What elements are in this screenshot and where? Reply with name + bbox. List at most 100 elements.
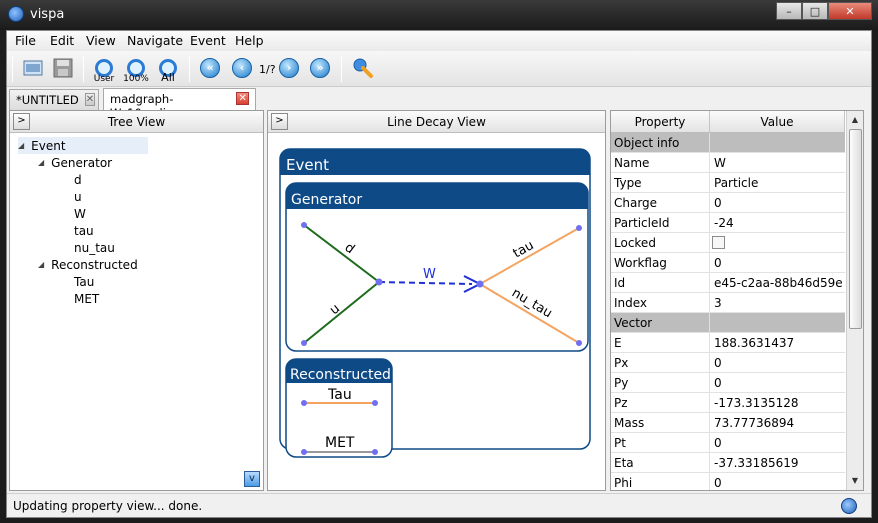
first-event-button[interactable]: «: [197, 55, 223, 81]
property-name: Type: [614, 176, 642, 190]
property-value[interactable]: -37.33185619: [714, 456, 799, 470]
previous-event-button[interactable]: ‹: [229, 55, 255, 81]
maximize-button[interactable]: □: [802, 2, 828, 20]
zoom-user-icon: [95, 59, 113, 77]
expand-triangle-icon[interactable]: ◢: [38, 158, 45, 167]
next-event-button[interactable]: ›: [276, 55, 302, 81]
zoom-user-button[interactable]: User: [91, 55, 117, 84]
property-value[interactable]: W: [714, 156, 726, 170]
menu-navigate[interactable]: Navigate: [127, 33, 184, 48]
menu-view[interactable]: View: [86, 33, 116, 48]
event-label: Event: [286, 156, 329, 174]
tree-item-event[interactable]: ◢Event: [18, 137, 148, 154]
tab-label: *UNTITLED: [16, 93, 79, 107]
tree-item-generator[interactable]: ◢Generator: [38, 155, 113, 170]
vertex-point: [576, 340, 582, 346]
tree-item-u[interactable]: u: [74, 189, 82, 204]
app-icon: [8, 6, 24, 22]
property-value[interactable]: 0: [714, 376, 722, 390]
zoom-100-button[interactable]: 100%: [123, 55, 149, 84]
scroll-down-icon[interactable]: ▼: [851, 476, 859, 485]
menu-help[interactable]: Help: [235, 33, 264, 48]
property-group-row[interactable]: Object info: [611, 133, 845, 153]
property-group-row[interactable]: Vector: [611, 313, 845, 333]
save-button[interactable]: [50, 55, 76, 81]
settings-button[interactable]: [350, 55, 376, 81]
tree-expand-button[interactable]: >: [13, 113, 30, 130]
property-value[interactable]: 0: [714, 196, 722, 210]
tree-item-d[interactable]: d: [74, 172, 82, 187]
property-value[interactable]: 0: [714, 436, 722, 450]
expand-triangle-icon[interactable]: ◢: [38, 260, 45, 269]
property-value[interactable]: 0: [714, 356, 722, 370]
property-value[interactable]: -24: [714, 216, 734, 230]
property-row[interactable]: Pz-173.3135128: [611, 393, 845, 413]
property-row[interactable]: Locked: [611, 233, 845, 253]
vertex-point: [301, 340, 307, 346]
tree-item-tau-reco[interactable]: Tau: [74, 274, 95, 289]
property-row[interactable]: Eta-37.33185619: [611, 453, 845, 473]
column-divider: [709, 293, 710, 312]
property-name: Phi: [614, 476, 633, 490]
main-window: File Edit View Navigate Event Help User: [6, 30, 872, 518]
property-scrollbar[interactable]: ▲ ▼: [846, 111, 863, 490]
property-row[interactable]: Type Particle: [611, 173, 845, 193]
property-value[interactable]: Particle: [714, 176, 759, 190]
tree-item-tau[interactable]: tau: [74, 223, 94, 238]
close-tab-icon[interactable]: ✕: [236, 92, 249, 105]
locked-checkbox[interactable]: [712, 236, 725, 249]
expand-triangle-icon[interactable]: ◢: [18, 141, 25, 150]
property-column-header[interactable]: Property: [611, 111, 710, 133]
property-value[interactable]: 0: [714, 256, 722, 270]
zoom-all-button[interactable]: All: [155, 55, 181, 84]
tree-item-nu-tau[interactable]: nu_tau: [74, 240, 115, 255]
close-tab-icon[interactable]: ✕: [84, 93, 96, 106]
property-row[interactable]: ParticleId-24: [611, 213, 845, 233]
scroll-up-icon[interactable]: ▲: [851, 115, 859, 124]
tree-item-reconstructed[interactable]: ◢Reconstructed: [38, 257, 138, 272]
window-title: vispa: [30, 7, 65, 22]
decay-expand-button[interactable]: >: [271, 113, 288, 130]
property-value[interactable]: 73.77736894: [714, 416, 795, 430]
last-event-button[interactable]: »: [307, 55, 333, 81]
vertex-point: [301, 222, 307, 228]
column-divider: [709, 213, 710, 232]
property-value[interactable]: 3: [714, 296, 722, 310]
menu-event[interactable]: Event: [190, 33, 226, 48]
property-value[interactable]: -173.3135128: [714, 396, 799, 410]
toolbar-separator: [83, 56, 84, 82]
first-icon: «: [200, 58, 220, 78]
property-value[interactable]: 0: [714, 476, 722, 490]
menu-file[interactable]: File: [15, 33, 36, 48]
property-value[interactable]: 188.3631437: [714, 336, 795, 350]
scrollbar-thumb[interactable]: [849, 129, 862, 329]
column-divider: [709, 453, 710, 472]
close-button[interactable]: ✕: [828, 2, 872, 20]
tree-item-w[interactable]: W: [74, 206, 86, 221]
tree-down-button[interactable]: v: [244, 471, 260, 487]
tree-item-met[interactable]: MET: [74, 291, 100, 306]
property-name: Id: [614, 276, 626, 290]
property-value[interactable]: e45-c2aa-88b46d59e9dc: [714, 276, 842, 290]
particle-d-line: [303, 224, 380, 283]
property-row[interactable]: Phi 0: [611, 473, 845, 490]
menu-edit[interactable]: Edit: [50, 33, 75, 48]
tab-untitled[interactable]: *UNTITLED ✕: [9, 89, 99, 110]
value-column-header[interactable]: Value: [710, 111, 845, 133]
open-file-button[interactable]: [20, 55, 46, 81]
decay-diagram[interactable]: Event Generator d u W tau nu_tau: [268, 135, 605, 490]
minimize-button[interactable]: –: [776, 2, 802, 20]
property-row[interactable]: Id e45-c2aa-88b46d59e9dc: [611, 273, 845, 293]
vertex-point: [576, 225, 582, 231]
tab-madgraph[interactable]: madgraph-W_10.pxlio ✕: [103, 88, 256, 120]
open-file-icon: [23, 60, 43, 76]
